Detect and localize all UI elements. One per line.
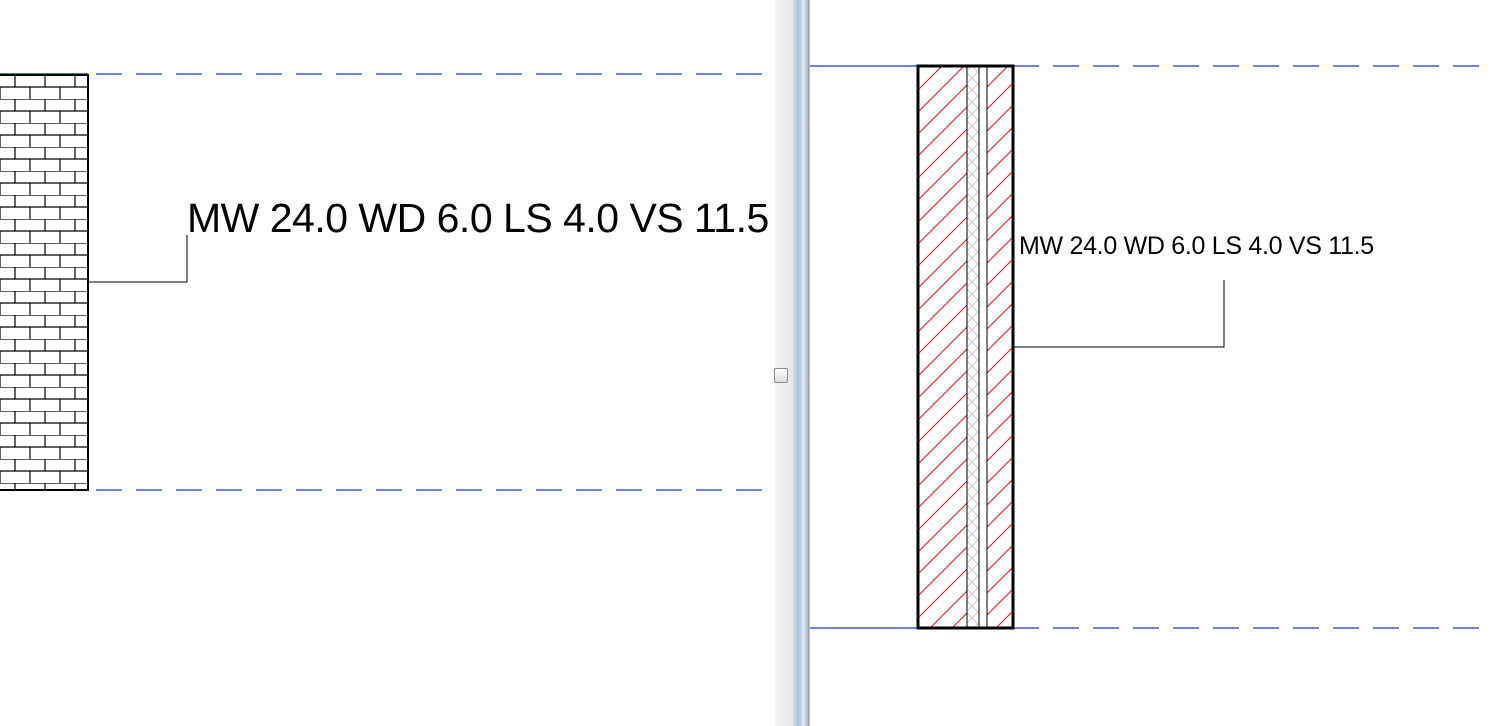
view-splitter[interactable] — [775, 0, 810, 726]
brick-wall-section[interactable] — [0, 74, 89, 491]
wall-tag-label[interactable]: MW 24.0 WD 6.0 LS 4.0 VS 11.5 — [1019, 232, 1374, 260]
tag-leader-line — [88, 235, 188, 283]
right-view-canvas[interactable] — [810, 0, 1491, 726]
tag-leader-line — [1013, 280, 1225, 348]
right-view-pane[interactable]: MW 24.0 WD 6.0 LS 4.0 VS 11.5 — [810, 0, 1491, 726]
splitter-grip-handle[interactable] — [774, 368, 788, 383]
wall-tag-label[interactable]: MW 24.0 WD 6.0 LS 4.0 VS 11.5 — [187, 195, 769, 241]
left-view-pane[interactable]: MW 24.0 WD 6.0 LS 4.0 VS 11.5 — [0, 0, 775, 726]
layered-wall-section[interactable] — [916, 64, 1015, 630]
left-view-canvas[interactable] — [0, 0, 775, 726]
